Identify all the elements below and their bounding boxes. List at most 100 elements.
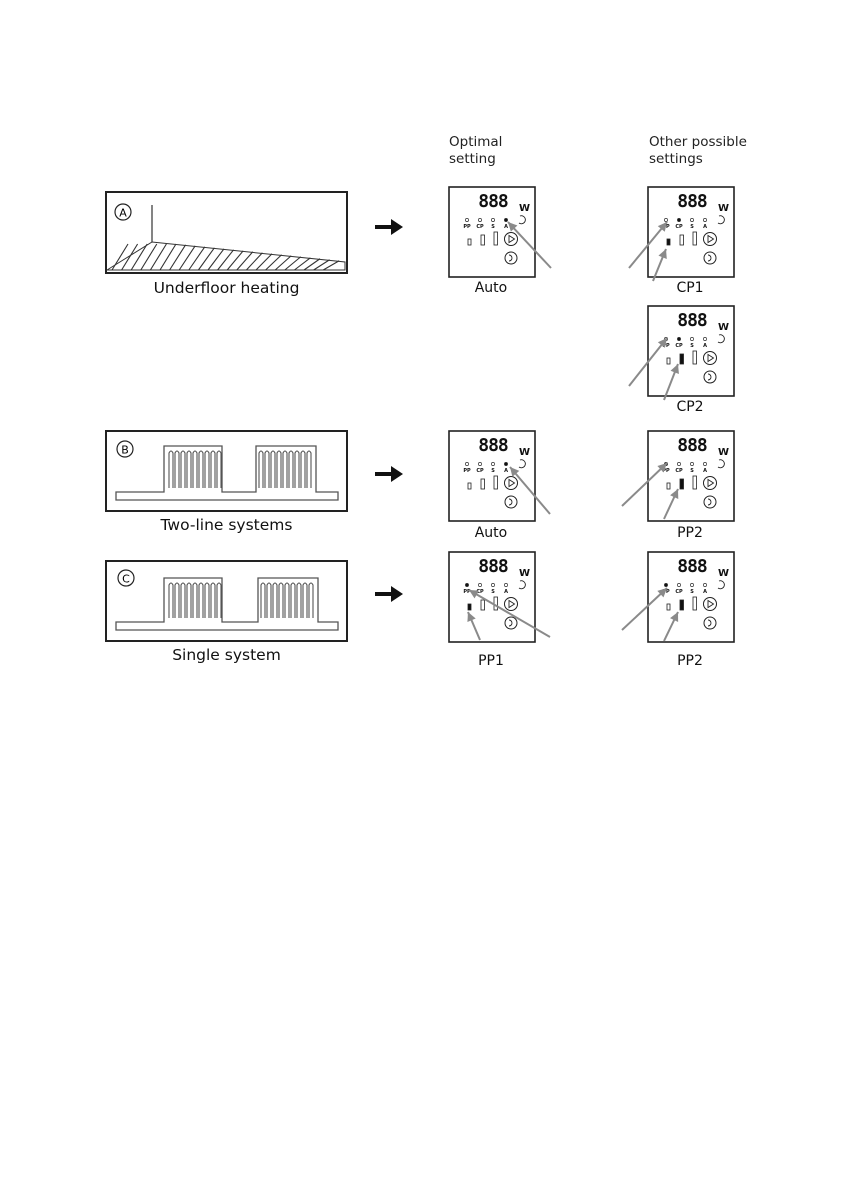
mode-indicator xyxy=(690,337,693,340)
play-button-icon xyxy=(704,477,717,490)
mode-indicator xyxy=(677,218,680,221)
mode-code-label: PP xyxy=(463,224,471,230)
mode-indicator xyxy=(664,583,667,586)
display-digits: 888 xyxy=(478,435,508,456)
unit-label: W xyxy=(718,203,729,214)
mode-indicator xyxy=(491,462,494,465)
speed-bar xyxy=(494,232,498,245)
mode-indicator xyxy=(465,218,468,221)
mode-indicator xyxy=(465,462,468,465)
mode-code-label: A xyxy=(703,589,707,595)
speed-bar xyxy=(468,604,471,610)
speed-bar xyxy=(667,239,670,245)
mode-indicator xyxy=(690,462,693,465)
mode-code-label: S xyxy=(690,468,694,474)
display-digits: 888 xyxy=(677,556,707,577)
speed-bar xyxy=(680,479,684,489)
unit-label: W xyxy=(519,447,530,458)
mode-code-label: A xyxy=(504,224,508,230)
mode-indicator xyxy=(703,583,706,586)
display-digits: 888 xyxy=(677,310,707,331)
night-button-icon xyxy=(505,496,517,508)
speed-bar xyxy=(667,358,670,364)
mode-code-label: CP xyxy=(675,468,683,474)
speed-bar xyxy=(494,476,498,489)
speed-bar xyxy=(693,476,697,489)
mode-code-label: A xyxy=(703,224,707,230)
controller-panel: 888WPPCPSA xyxy=(449,187,535,277)
setting-label-a-other-2: CP2 xyxy=(648,399,732,415)
speed-bar xyxy=(693,232,697,245)
mode-indicator xyxy=(478,583,481,586)
night-button-icon xyxy=(704,617,716,629)
speed-bar xyxy=(667,483,670,489)
mode-indicator xyxy=(504,218,507,221)
play-button-icon xyxy=(704,598,717,611)
mode-code-label: S xyxy=(491,589,495,595)
display-digits: 888 xyxy=(478,191,508,212)
setting-label-c-other-1: PP2 xyxy=(648,653,732,669)
mode-code-label: A xyxy=(504,468,508,474)
mode-indicator xyxy=(703,462,706,465)
setting-label-b-optimal: Auto xyxy=(449,525,533,541)
night-button-icon xyxy=(704,252,716,264)
display-digits: 888 xyxy=(677,435,707,456)
mode-indicator xyxy=(690,583,693,586)
mode-code-label: S xyxy=(690,589,694,595)
play-button-icon xyxy=(505,233,518,246)
play-button-icon xyxy=(505,598,518,611)
night-button-icon xyxy=(704,371,716,383)
mode-indicator xyxy=(677,462,680,465)
speed-bar xyxy=(680,600,684,610)
unit-label: W xyxy=(519,568,530,579)
speed-bar xyxy=(481,479,485,489)
unit-label: W xyxy=(718,447,729,458)
mode-indicator xyxy=(491,218,494,221)
mode-indicator xyxy=(504,462,507,465)
mode-code-label: CP xyxy=(476,224,484,230)
mode-indicator xyxy=(690,218,693,221)
controller-panel: 888WPPCPSA xyxy=(449,552,535,642)
unit-label: W xyxy=(718,322,729,333)
night-button-icon xyxy=(505,617,517,629)
display-digits: 888 xyxy=(677,191,707,212)
mode-indicator xyxy=(677,337,680,340)
controller-panels: 888WPPCPSA888WPPCPSA888WPPCPSA888WPPCPSA… xyxy=(0,0,841,700)
mode-code-label: A xyxy=(703,468,707,474)
mode-indicator xyxy=(703,337,706,340)
setting-label-a-optimal: Auto xyxy=(449,280,533,296)
controller-panel: 888WPPCPSA xyxy=(648,552,734,642)
night-button-icon xyxy=(505,252,517,264)
mode-indicator xyxy=(664,218,667,221)
mode-indicator xyxy=(504,583,507,586)
mode-indicator xyxy=(478,462,481,465)
mode-code-label: PP xyxy=(463,468,471,474)
mode-indicator xyxy=(478,218,481,221)
mode-indicator xyxy=(677,583,680,586)
mode-code-label: S xyxy=(690,224,694,230)
mode-code-label: CP xyxy=(675,343,683,349)
speed-bar xyxy=(468,239,471,245)
mode-code-label: CP xyxy=(476,468,484,474)
mode-code-label: CP xyxy=(675,224,683,230)
speed-bar xyxy=(680,235,684,245)
mode-indicator xyxy=(491,583,494,586)
play-button-icon xyxy=(704,352,717,365)
mode-indicator xyxy=(703,218,706,221)
speed-bar xyxy=(693,597,697,610)
speed-bar xyxy=(481,235,485,245)
speed-bar xyxy=(693,351,697,364)
setting-label-b-other-1: PP2 xyxy=(648,525,732,541)
mode-code-label: A xyxy=(504,589,508,595)
setting-label-a-other-1: CP1 xyxy=(648,280,732,296)
speed-bar xyxy=(667,604,670,610)
speed-bar xyxy=(481,600,485,610)
mode-code-label: S xyxy=(491,468,495,474)
unit-label: W xyxy=(519,203,530,214)
setting-label-c-optimal: PP1 xyxy=(449,653,533,669)
mode-code-label: A xyxy=(703,343,707,349)
speed-bar xyxy=(468,483,471,489)
